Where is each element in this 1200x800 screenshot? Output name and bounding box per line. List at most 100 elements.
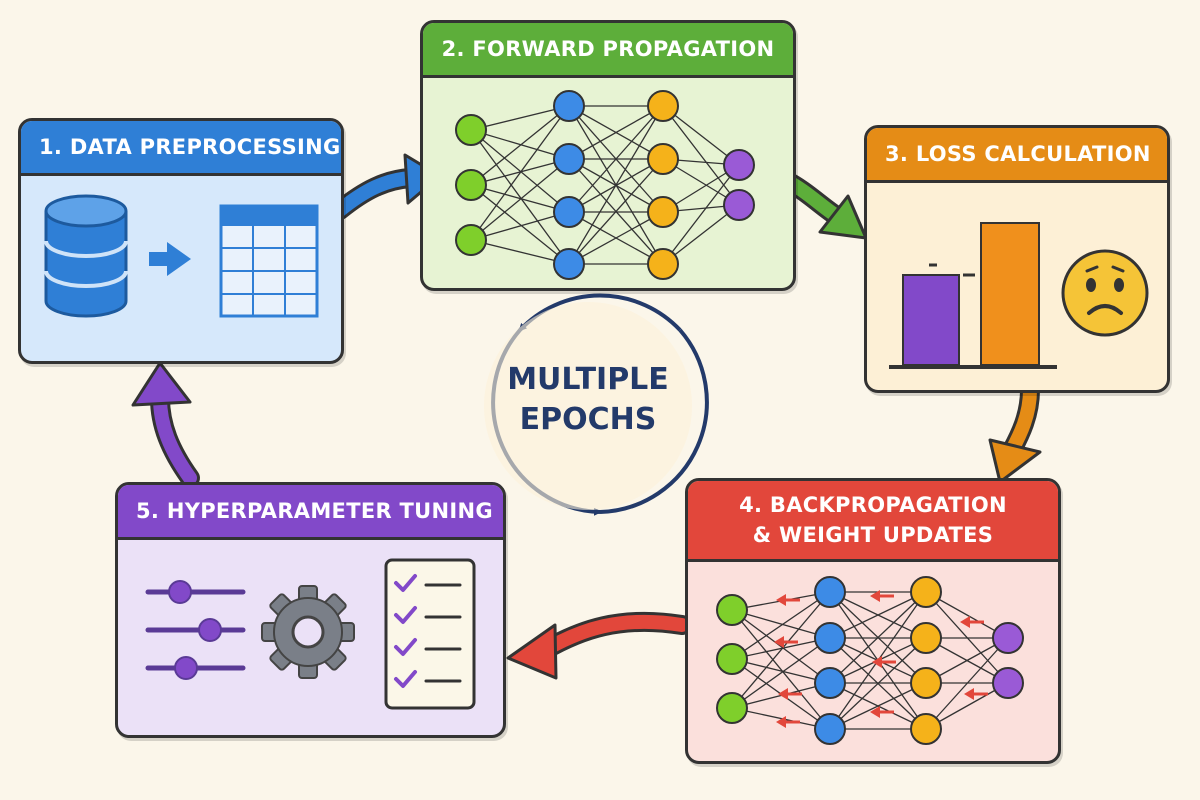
gradient-arrowhead [870,706,880,718]
network-connections [470,105,740,265]
gradient-arrowhead [776,716,786,728]
network-edge [470,184,570,213]
stage-title-line2: & WEIGHT UPDATES [752,523,994,547]
stage-number: 5. [136,499,160,523]
network-node [553,248,585,280]
network-edge [470,129,570,213]
stage-body [21,176,341,361]
network-node [455,224,487,256]
network-edge [470,105,570,186]
arrow-forward-to-loss [775,170,868,240]
gradient-arrowhead [778,688,788,700]
arrow-tuning-to-preprocessing [131,361,200,488]
network-edge [731,609,831,639]
network-node [553,143,585,175]
network-node [910,622,942,654]
network-node [716,643,748,675]
network-edge [568,211,664,265]
stage-number: 4. [739,493,763,517]
gradient-arrowhead [870,590,880,602]
network-edge [470,211,570,241]
network-node [910,713,942,745]
network-edge [662,105,740,206]
stage-title: LOSS CALCULATION [915,142,1151,166]
network-edge [470,239,570,265]
table-icon [219,204,319,318]
bar-chart-icon [889,222,1057,369]
network-edge [470,129,570,160]
stage-body [688,562,1058,761]
network-node [647,90,679,122]
sliders-icon [145,580,246,680]
network-node [647,248,679,280]
database-icon [44,194,128,318]
network-node [455,114,487,146]
network-node [553,196,585,228]
network-edge [662,105,740,166]
network-node [910,576,942,608]
stage-header-loss-calculation: 3. LOSS CALCULATION [867,128,1167,183]
epochs-label-line1: MULTIPLE [507,362,669,397]
stage-number: 1. [39,135,63,159]
network-edge [470,158,570,241]
network-edge [662,204,740,265]
network-edge [662,164,740,265]
network-edge [731,591,831,660]
network-node [455,169,487,201]
network-edge [568,158,664,265]
network-node [910,667,942,699]
network-edge [829,637,927,730]
stage-body [423,78,793,288]
network-connections [731,591,1009,730]
stage-body [867,183,1167,390]
arrow-right-icon [149,242,191,276]
stage-card-data-preprocessing: 1. DATA PREPROCESSING [18,118,344,364]
gradient-arrowhead [776,594,786,606]
network-node [814,667,846,699]
network-node [716,692,748,724]
network-edge [829,591,927,639]
stage-body [118,540,503,735]
network-node [723,189,755,221]
network-edge [731,591,831,709]
stage-title: DATA PREPROCESSING [69,135,341,159]
stage-card-loss-calculation: 3. LOSS CALCULATION [864,125,1170,393]
network-edge [829,682,927,730]
stage-header-hyperparameter-tuning: 5. HYPERPARAMETER TUNING [118,485,503,540]
gradient-arrowhead [872,656,882,668]
stage-card-hyperparameter-tuning: 5. HYPERPARAMETER TUNING [115,482,506,738]
stage-number: 3. [885,142,909,166]
network-node [814,713,846,745]
network-node [992,622,1024,654]
checklist-icon [384,558,476,710]
network-node [723,149,755,181]
network-node [647,196,679,228]
gear-icon [261,585,355,679]
stage-title: HYPERPARAMETER TUNING [166,499,493,523]
network-edge [925,637,1009,730]
gradient-arrowhead [964,688,974,700]
stage-header-forward-propagation: 2. FORWARD PROPAGATION [423,23,793,78]
stage-header-backpropagation: 4. BACKPROPAGATION & WEIGHT UPDATES [688,481,1058,562]
network-edge [568,105,664,265]
network-edge [568,105,664,213]
network-edge [731,707,831,730]
stage-title: FORWARD PROPAGATION [472,37,775,61]
stage-number: 2. [441,37,465,61]
sad-face-icon [1061,249,1149,337]
epochs-label: MULTIPLE EPOCHS [488,360,688,440]
neural-network-icon [455,90,755,280]
network-edge [731,609,831,684]
network-edge [829,591,927,684]
network-nodes [716,576,1024,745]
network-edge [470,105,570,241]
epochs-label-line2: EPOCHS [519,402,657,437]
neural-network-backprop-icon [716,576,1024,745]
arrow-backprop-to-tuning [506,611,692,680]
stage-card-backpropagation: 4. BACKPROPAGATION & WEIGHT UPDATES [685,478,1061,764]
gradient-arrows [774,590,988,728]
network-edge [470,184,570,265]
network-node [647,143,679,175]
network-node [716,594,748,626]
